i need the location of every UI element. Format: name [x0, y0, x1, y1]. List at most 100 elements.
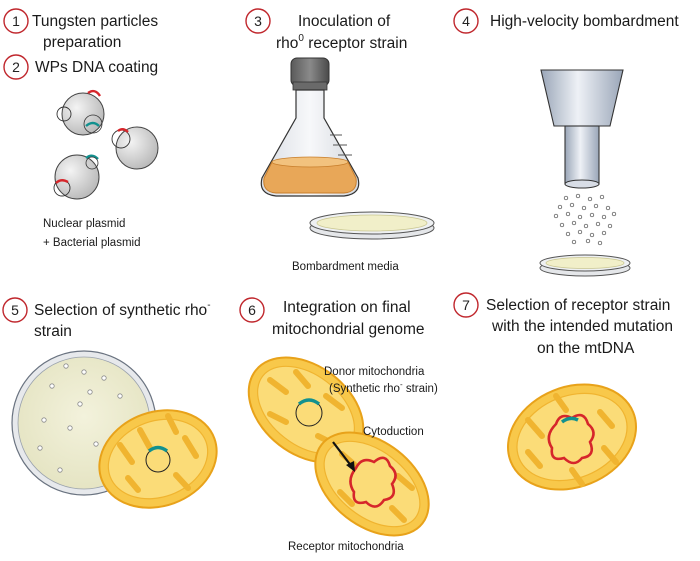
tungsten-particle-dot [581, 205, 587, 211]
step-number-circle [3, 54, 29, 80]
step-title-line: Tungsten particles [32, 13, 158, 30]
gene-gun [540, 69, 624, 189]
synthetic-mtdna-insert [147, 445, 169, 453]
step-number: 4 [462, 13, 470, 29]
step-5: 5 Selection of synthetic rho- strain [2, 297, 211, 340]
recombined-mtdna [349, 456, 397, 508]
step-number: 5 [11, 302, 19, 318]
step-title-line: on the mtDNA [537, 340, 635, 357]
tungsten-particle-dot [571, 239, 577, 245]
colony [77, 401, 83, 407]
step-title-line: Integration on final [283, 299, 411, 316]
gene-gun-nozzle [564, 125, 600, 185]
tungsten-particle-dot [587, 196, 593, 202]
tungsten-particle-dot [589, 232, 595, 238]
tungsten-particle-dot [611, 211, 617, 217]
step-number: 1 [12, 13, 20, 29]
receptor-label: Receptor mitochondria [288, 541, 404, 553]
colony [117, 393, 123, 399]
mutant-receptor-mitochondrion [507, 383, 637, 491]
step-3: 3 Inoculation of rho0 receptor strain [245, 8, 407, 52]
step-number-circle [2, 297, 28, 323]
tungsten-particle-dot [597, 240, 603, 246]
cristae [267, 369, 345, 447]
tungsten-particle-dot [601, 214, 607, 220]
tungsten-particle-dot [559, 222, 565, 228]
step-title-line: preparation [43, 34, 121, 51]
colony [87, 389, 93, 395]
step-number: 7 [462, 297, 470, 313]
bombardment-media-label: Bombardment media [292, 261, 399, 273]
bombardment-petri-dish [309, 211, 435, 240]
tungsten-particle-dot [575, 193, 581, 199]
intended-mutation [560, 416, 579, 424]
colony [37, 445, 43, 451]
step-title-line: Selection of receptor strain [486, 297, 670, 314]
tungsten-particle [56, 89, 105, 136]
plasmid-label: + Bacterial plasmid [43, 237, 140, 249]
step-title-line: with the intended mutation [491, 318, 673, 335]
colony [81, 369, 87, 375]
synthetic-mtdna-insert [297, 398, 321, 406]
donor-label: Donor mitochondria [324, 366, 425, 378]
colonies [37, 363, 123, 473]
step-7: 7 Selection of receptor strain with the … [453, 292, 673, 357]
step-title-line: Selection of synthetic rho- [34, 300, 211, 319]
tungsten-particle-dot [589, 212, 595, 218]
step-title-line: mitochondrial genome [272, 321, 425, 338]
step-title-line: strain [34, 323, 72, 340]
plasmid-red [87, 89, 102, 97]
tungsten-particle-dot [607, 223, 613, 229]
step-number: 6 [248, 302, 256, 318]
plasmid-label: Nuclear plasmid [43, 218, 125, 230]
colony [63, 363, 69, 369]
step-number-circle [453, 8, 479, 34]
tungsten-particle-dot [565, 231, 571, 237]
cytoduction-arrowhead [346, 461, 355, 472]
step-number: 3 [254, 13, 262, 29]
step-title-line: rho0 receptor strain [276, 33, 407, 52]
nuclear-plasmid [56, 106, 72, 122]
tungsten-particle-dot [577, 214, 583, 220]
tungsten-particle-dot [565, 211, 571, 217]
step-number-circle [245, 8, 271, 34]
step-title-line: High-velocity bombardment [490, 13, 679, 30]
tungsten-particle-dot [569, 202, 575, 208]
plasmid-teal [85, 121, 100, 127]
tungsten-particle [53, 154, 100, 200]
cristae [337, 451, 415, 523]
colony [49, 383, 55, 389]
synthetic-rho-minus-mitochondrion [98, 409, 218, 509]
tungsten-particle-dot [585, 238, 591, 244]
particle-spray [553, 193, 617, 246]
tungsten-particle-dot [599, 194, 605, 200]
step-title-line: Inoculation of [298, 13, 391, 30]
step-title-line: WPs DNA coating [35, 59, 158, 76]
receptor-mitochondrion [314, 431, 430, 537]
tungsten-particle-dot [577, 229, 583, 235]
tungsten-particle-dot [571, 220, 577, 226]
cytoduction-arrow [332, 441, 353, 468]
tungsten-particle-dot [557, 204, 563, 210]
target-petri-dish [539, 254, 631, 277]
tungsten-particle-dot [583, 223, 589, 229]
cristae [117, 413, 199, 493]
tungsten-particle-dot [601, 230, 607, 236]
cytoduction-label: Cytoduction [363, 426, 424, 438]
colony [101, 375, 107, 381]
step-number-circle [3, 8, 29, 34]
gene-gun-barrel [540, 69, 624, 127]
step-number-circle [453, 292, 479, 318]
step-number: 2 [12, 59, 20, 75]
donor-label: (Synthetic rho- strain) [329, 380, 438, 395]
step-6: 6 Integration on final mitochondrial gen… [239, 297, 425, 338]
cristae [525, 393, 619, 487]
petri-media [316, 214, 428, 232]
step-2: 2 WPs DNA coating [3, 54, 158, 80]
tungsten-particle-dot [595, 221, 601, 227]
tungsten-particle [111, 126, 159, 170]
colony [93, 441, 99, 447]
colony [41, 417, 47, 423]
tungsten-particle-dot [553, 213, 559, 219]
